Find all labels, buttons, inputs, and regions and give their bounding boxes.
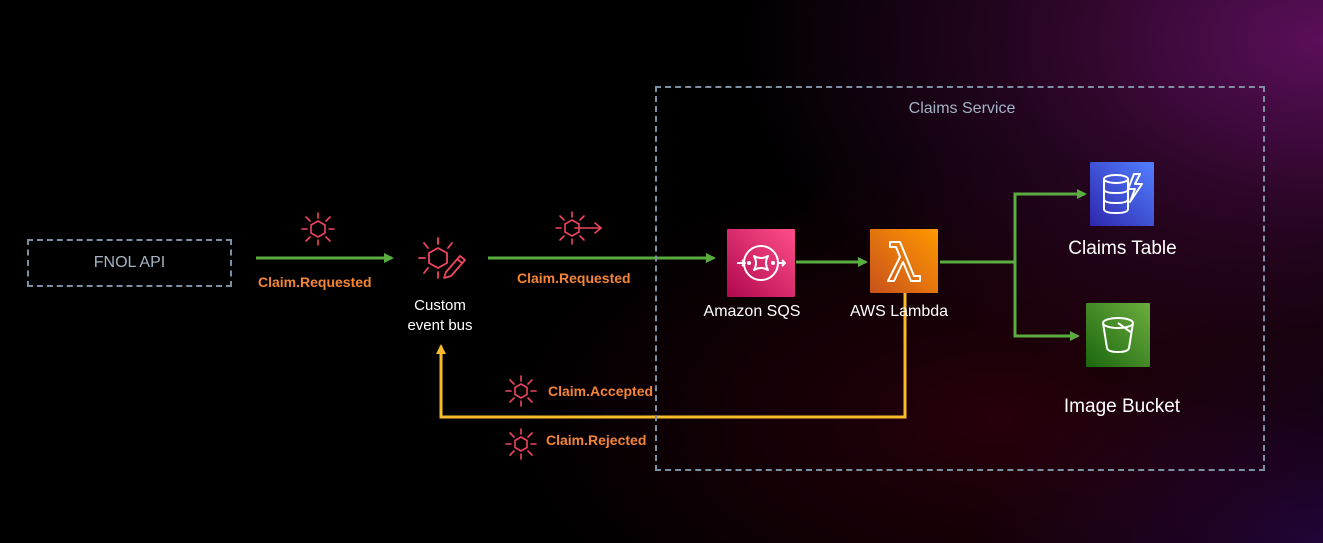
eventbridge-rule-icon [555,211,603,245]
accepted-event-icon [505,375,537,407]
event-bus-label-line1: Custom [414,297,466,314]
eventbridge-custom-bus-icon [418,237,466,279]
arrow-lambda-to-bus [436,293,907,419]
event-bus-label-line2: event bus [407,317,473,334]
fnol-api-box: FNOL API [27,239,232,287]
rejected-event-icon [505,428,537,460]
event-icon [301,212,335,246]
event-label-request-to-bus: Claim.Requested [258,274,372,290]
event-label-bus-to-sqs: Claim.Requested [517,270,631,286]
s3-bucket-icon [1086,303,1150,367]
s3-glyph [1102,317,1134,354]
lambda-icon [870,229,938,293]
claims-service-boundary: Claims Service [655,86,1265,471]
dynamodb-icon [1090,162,1154,226]
lambda-glyph [887,241,921,282]
sqs-icon [727,229,795,297]
fnol-api-label: FNOL API [93,254,166,271]
claims-table-label: Claims Table [1068,238,1177,259]
event-label-rejected: Claim.Rejected [546,432,647,448]
claims-service-title: Claims Service [908,100,1016,117]
event-label-accepted: Claim.Accepted [548,383,654,399]
arrow-lambda-to-table [940,189,1087,264]
arrow-lambda-to-bucket [1013,262,1080,341]
sqs-label: Amazon SQS [703,303,801,320]
sqs-glyph [737,245,786,281]
image-bucket-label: Image Bucket [1063,396,1181,417]
dynamodb-glyph [1103,173,1143,215]
event-bus-label: Custom event bus [395,296,485,336]
lambda-label: AWS Lambda [849,303,949,320]
